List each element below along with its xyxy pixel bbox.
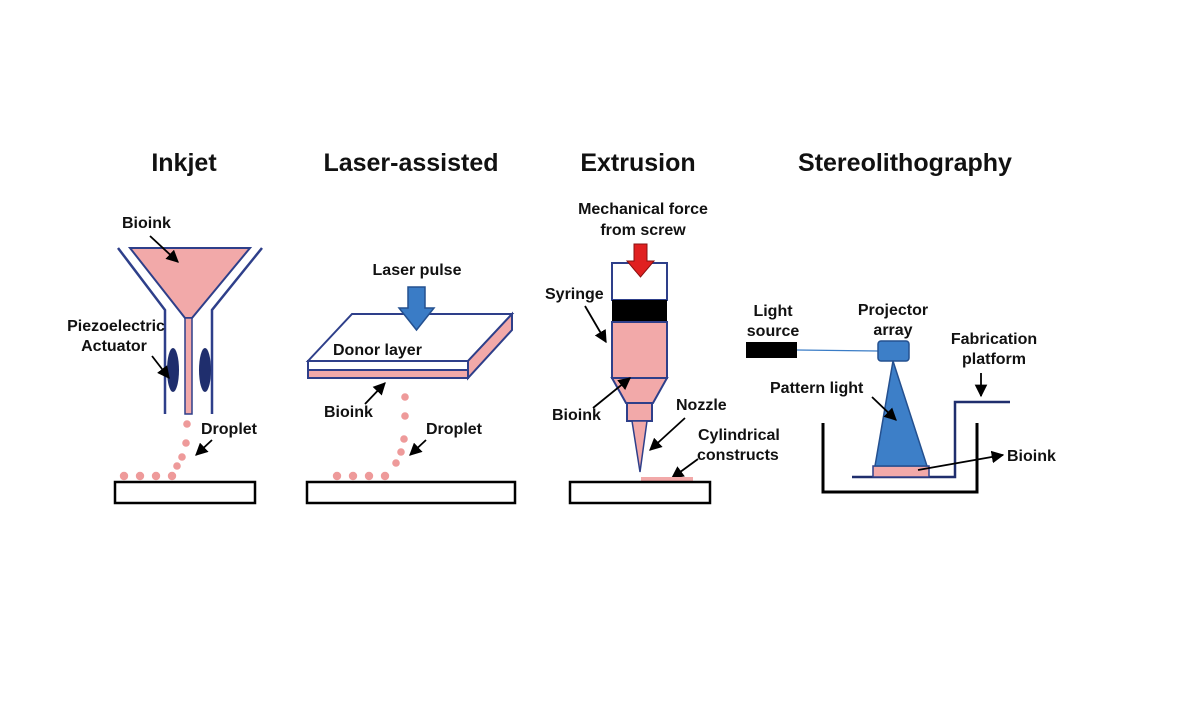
sla-panel: Stereolithography Light source Projector… (746, 149, 1056, 494)
projector-label-line1: Projector (858, 302, 928, 319)
actuator-label-line1: Piezoelectric (67, 318, 165, 335)
droplet (364, 471, 374, 481)
droplet (135, 471, 145, 481)
syringe-tip (626, 402, 653, 422)
pattern-light-arrow (871, 396, 897, 421)
droplet (401, 412, 409, 420)
actuator-arrow (151, 355, 170, 379)
inkjet-capillary (184, 317, 193, 415)
light-source (746, 342, 797, 358)
droplet (392, 459, 400, 467)
droplet (167, 471, 177, 481)
donor-layer (307, 360, 469, 371)
cylindrical-construct (641, 477, 693, 482)
droplet (173, 462, 181, 470)
droplet (119, 471, 129, 481)
inkjet-droplet-label: Droplet (201, 421, 258, 438)
inkjet-outer-wall (117, 247, 263, 414)
pattern-light-cone (874, 360, 929, 467)
laser-pulse-label: Laser pulse (373, 262, 462, 279)
laser-droplet-label: Droplet (426, 421, 483, 438)
extrusion-substrate (568, 480, 712, 505)
droplet (397, 448, 405, 456)
donor-layer-label: Donor layer (333, 342, 422, 359)
light-beam (796, 349, 879, 352)
syringe-label: Syringe (545, 286, 604, 303)
mechanical-force-arrow (625, 243, 656, 278)
syringe-taper (610, 377, 669, 404)
inkjet-droplet-arrow (195, 439, 213, 456)
droplet (348, 471, 358, 481)
extrusion-title: Extrusion (580, 149, 695, 177)
laser-panel: Laser-assisted Laser pulse Donor layer B… (305, 149, 517, 505)
actuator-label-line2: Actuator (81, 338, 147, 355)
resin-vat (821, 423, 979, 494)
extrusion-needle (631, 420, 648, 473)
laser-title: Laser-assisted (323, 149, 498, 177)
extrusion-bioink-arrow (592, 377, 631, 409)
constructs-arrow (670, 458, 699, 479)
force-label-line1: Mechanical force (578, 201, 708, 218)
syringe-bioink (611, 321, 668, 379)
inkjet-panel: Inkjet Bioink Piezoelectric Actuator Dro… (67, 149, 263, 505)
droplet (380, 471, 390, 481)
fabrication-label-line1: Fabrication (951, 331, 1037, 348)
inkjet-bioink-label: Bioink (122, 215, 171, 232)
projector-array (877, 340, 910, 362)
donor-bioink-layer (307, 369, 469, 379)
droplet (332, 471, 342, 481)
laser-bioink-arrow (364, 382, 386, 405)
sla-title: Stereolithography (798, 149, 1012, 177)
inkjet-substrate (113, 480, 257, 505)
droplet (151, 471, 161, 481)
inkjet-title: Inkjet (151, 149, 217, 177)
force-label-line2: from screw (600, 222, 686, 239)
inkjet-droplets (119, 420, 191, 481)
piezo-actuator-left (167, 348, 179, 392)
constructs-label-line1: Cylindrical (698, 427, 780, 444)
nozzle-label: Nozzle (676, 397, 727, 414)
extrusion-panel: Extrusion Mechanical force from screw Sy… (545, 149, 780, 505)
nozzle-arrow (649, 417, 686, 451)
droplet (178, 453, 186, 461)
droplet (183, 420, 191, 428)
syringe-arrow (584, 305, 607, 344)
droplet (401, 393, 409, 401)
sla-bioink-layer (872, 465, 930, 478)
laser-droplet-arrow (409, 439, 427, 456)
sla-bioink-label: Bioink (1007, 448, 1056, 465)
projector-label-line2: array (873, 322, 912, 339)
inkjet-bioink-arrow (149, 235, 179, 263)
sla-bioink-arrow (917, 450, 1005, 471)
laser-substrate (305, 480, 517, 505)
inkjet-reservoir (127, 247, 253, 319)
droplet (400, 435, 408, 443)
syringe-plunger (612, 300, 667, 322)
constructs-label-line2: constructs (697, 447, 779, 464)
laser-bioink-label: Bioink (324, 404, 373, 421)
laser-pulse-arrow (397, 286, 436, 332)
light-source-label-line2: source (747, 323, 800, 340)
laser-droplets (332, 393, 409, 481)
fabrication-label-line2: platform (962, 351, 1026, 368)
piezo-actuator-right (199, 348, 211, 392)
pattern-light-label: Pattern light (770, 380, 864, 397)
light-source-label-line1: Light (753, 303, 793, 320)
droplet (182, 439, 190, 447)
extrusion-bioink-label: Bioink (552, 407, 601, 424)
